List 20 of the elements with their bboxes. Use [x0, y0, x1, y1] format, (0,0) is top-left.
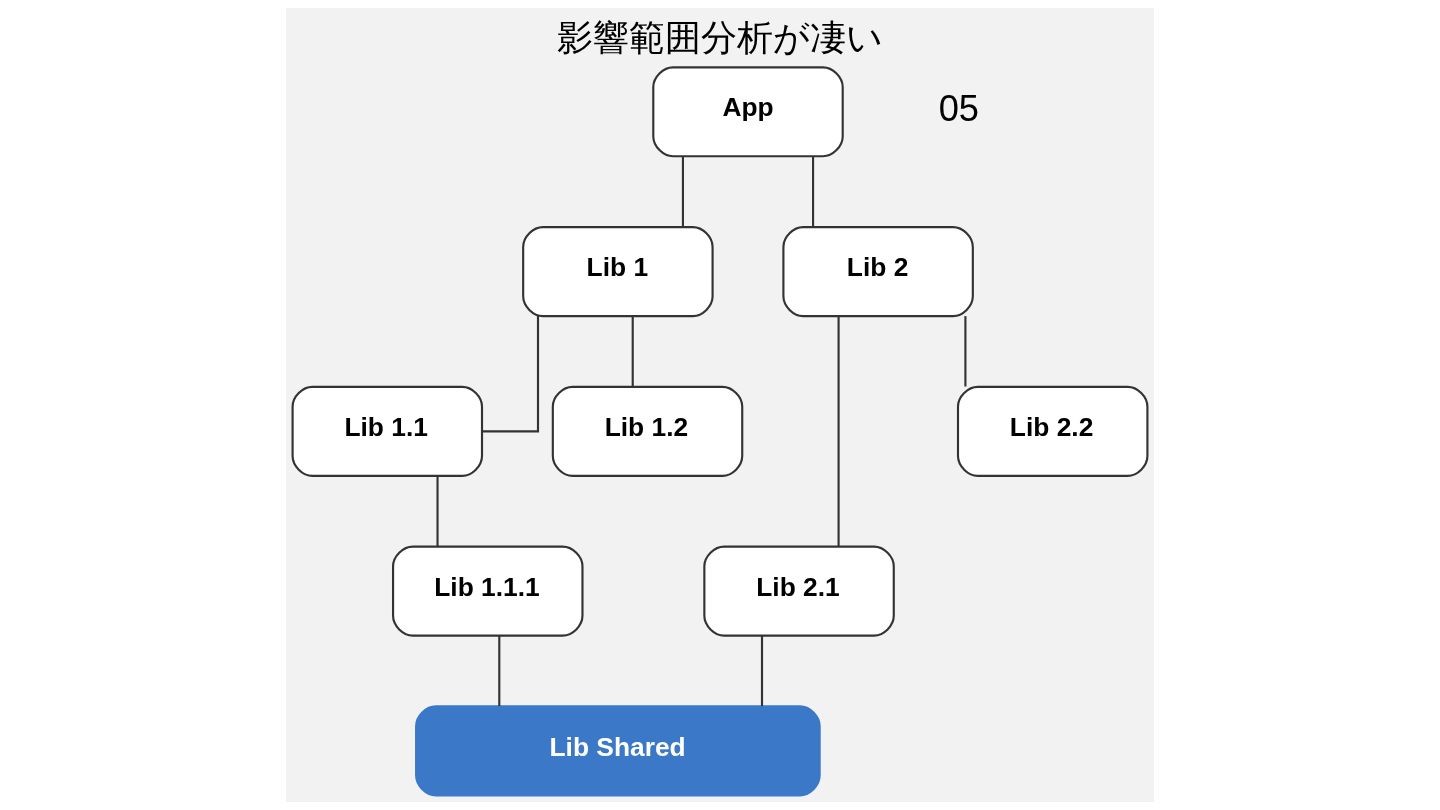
node-box: Lib 1.1.1: [392, 545, 584, 637]
label: 05: [938, 88, 979, 130]
node-box: Lib 1.2: [551, 385, 744, 477]
node-box: App: [652, 66, 844, 158]
node-box: Lib 2.2: [956, 385, 1149, 477]
connector: [760, 635, 764, 707]
connector: [681, 156, 684, 227]
node-box: Lib 1.1: [291, 385, 484, 477]
node-box: Lib Shared: [415, 705, 821, 797]
connector: [482, 316, 540, 433]
connector: [436, 475, 439, 547]
diagram-title: 影響範囲分析が凄い: [557, 16, 883, 60]
connector: [631, 316, 634, 387]
node-box: Lib 2: [782, 226, 974, 318]
connector: [812, 156, 815, 227]
node-box: Lib 2.1: [703, 545, 895, 637]
connector: [964, 316, 967, 387]
connector: [498, 635, 501, 707]
node-box: Lib 1: [522, 226, 714, 318]
connector: [837, 316, 840, 547]
